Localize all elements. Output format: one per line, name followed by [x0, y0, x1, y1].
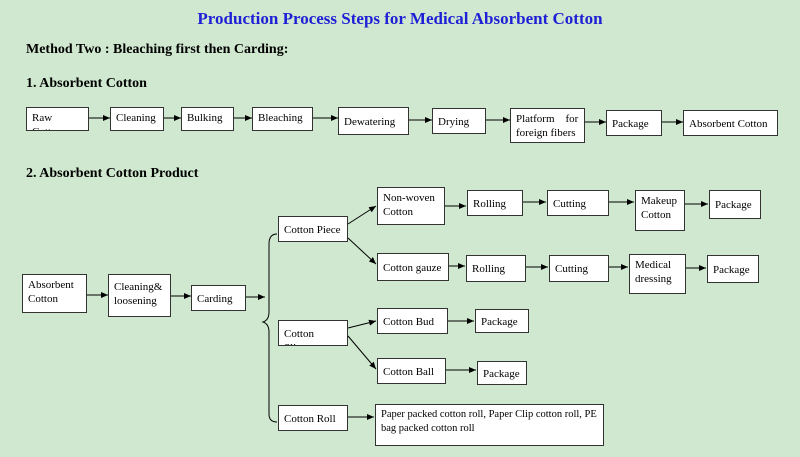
node-cotton-ball: Cotton Ball: [377, 358, 446, 384]
step-drying: Drying: [432, 108, 486, 134]
node-package-2: Package: [707, 255, 759, 283]
node-cotton-piece: Cotton Piece: [278, 216, 348, 242]
arrow: [347, 205, 377, 225]
node-cotton-gauze: Cotton gauze: [377, 253, 449, 281]
step-cleaning: Cleaning: [110, 107, 164, 131]
section1-heading: 1. Absorbent Cotton: [26, 76, 147, 91]
node-medical-dressing: Medical dressing: [629, 254, 686, 294]
node-roll-outputs: Paper packed cotton roll, Paper Clip cot…: [375, 404, 604, 446]
node-cutting-2: Cutting: [549, 255, 609, 282]
node-absorbent-cotton: Absorbent Cotton: [22, 274, 87, 313]
arrow: [347, 319, 377, 329]
node-cotton-bud: Cotton Bud: [377, 308, 448, 334]
node-rolling-1: Rolling: [467, 190, 523, 216]
node-non-woven-cotton: Non-woven Cotton: [377, 187, 445, 225]
section2-heading: 2. Absorbent Cotton Product: [26, 166, 199, 181]
method-heading: Method Two : Bleaching first then Cardin…: [26, 42, 289, 57]
step-package: Package: [606, 110, 662, 136]
step-bleaching: Bleaching: [252, 107, 313, 131]
step-bulking: Bulking: [181, 107, 234, 131]
node-cotton-roll: Cotton Roll: [278, 405, 348, 431]
arrow: [347, 335, 377, 370]
arrow: [347, 237, 377, 265]
diagram-title: Production Process Steps for Medical Abs…: [197, 9, 603, 28]
node-rolling-2: Rolling: [466, 255, 526, 282]
step-absorbent-cotton-output: Absorbent Cotton: [683, 110, 778, 136]
node-package-bud: Package: [475, 309, 529, 333]
node-cleaning-loosening: Cleaning& loosening: [108, 274, 171, 317]
step-dewatering: Dewatering: [338, 107, 409, 135]
node-carding: Carding: [191, 285, 246, 311]
step-raw-cotton: Raw Cotton: [26, 107, 89, 131]
node-package-1: Package: [709, 190, 761, 219]
node-makeup-cotton: Makeup Cotton: [635, 190, 685, 231]
node-package-ball: Package: [477, 361, 527, 385]
node-cutting-1: Cutting: [547, 190, 609, 216]
step-platform-foreign-fibers: Platform for foreign fibers: [510, 108, 585, 143]
node-cotton-sliver: Cotton Sliver: [278, 320, 348, 346]
curly-brace: [261, 233, 278, 423]
